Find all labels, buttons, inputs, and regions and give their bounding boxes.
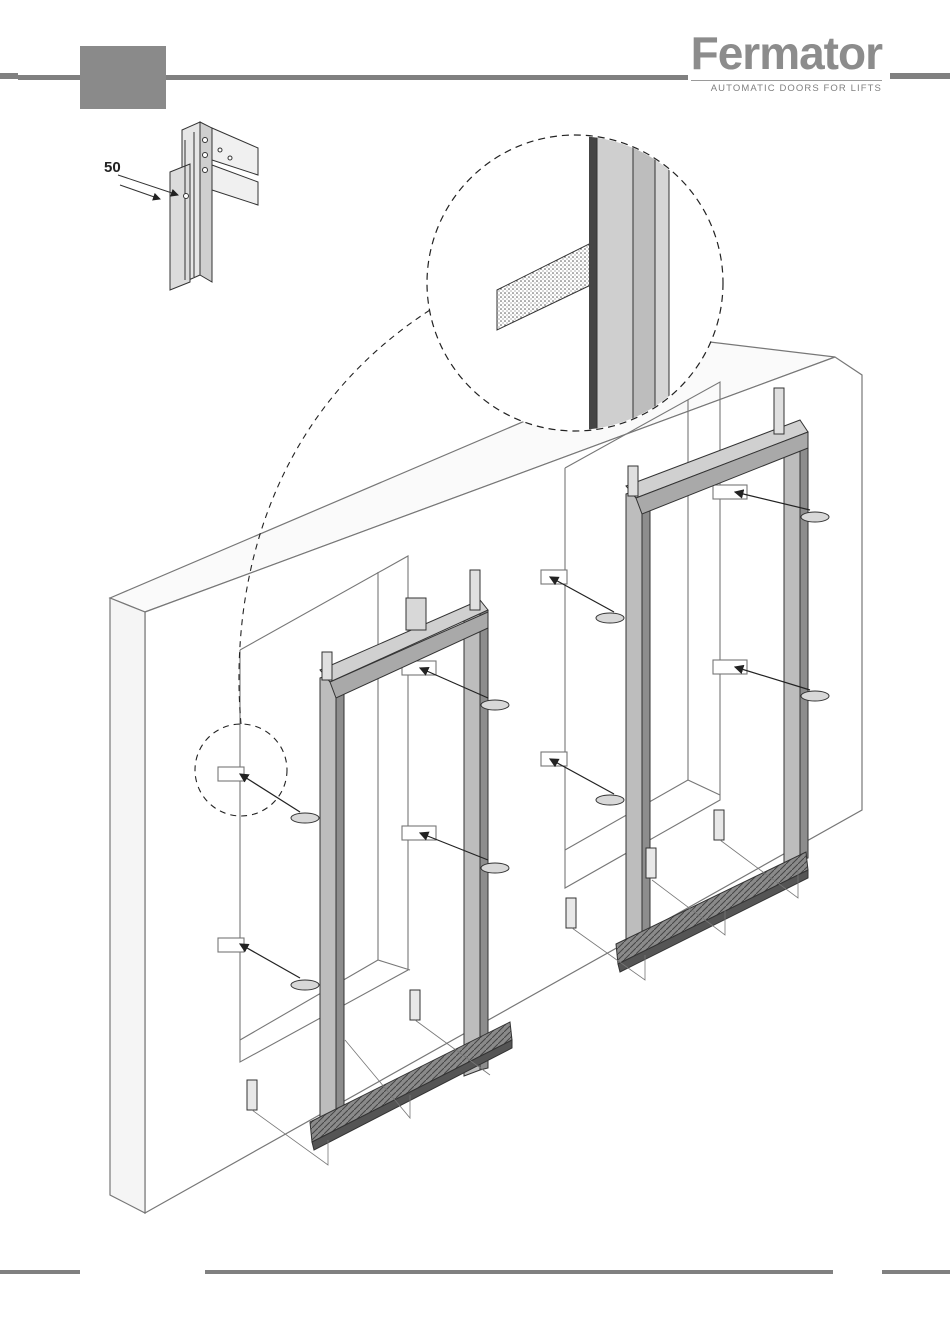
detail-drawing	[118, 122, 258, 290]
dimension-label: 50	[104, 159, 121, 176]
